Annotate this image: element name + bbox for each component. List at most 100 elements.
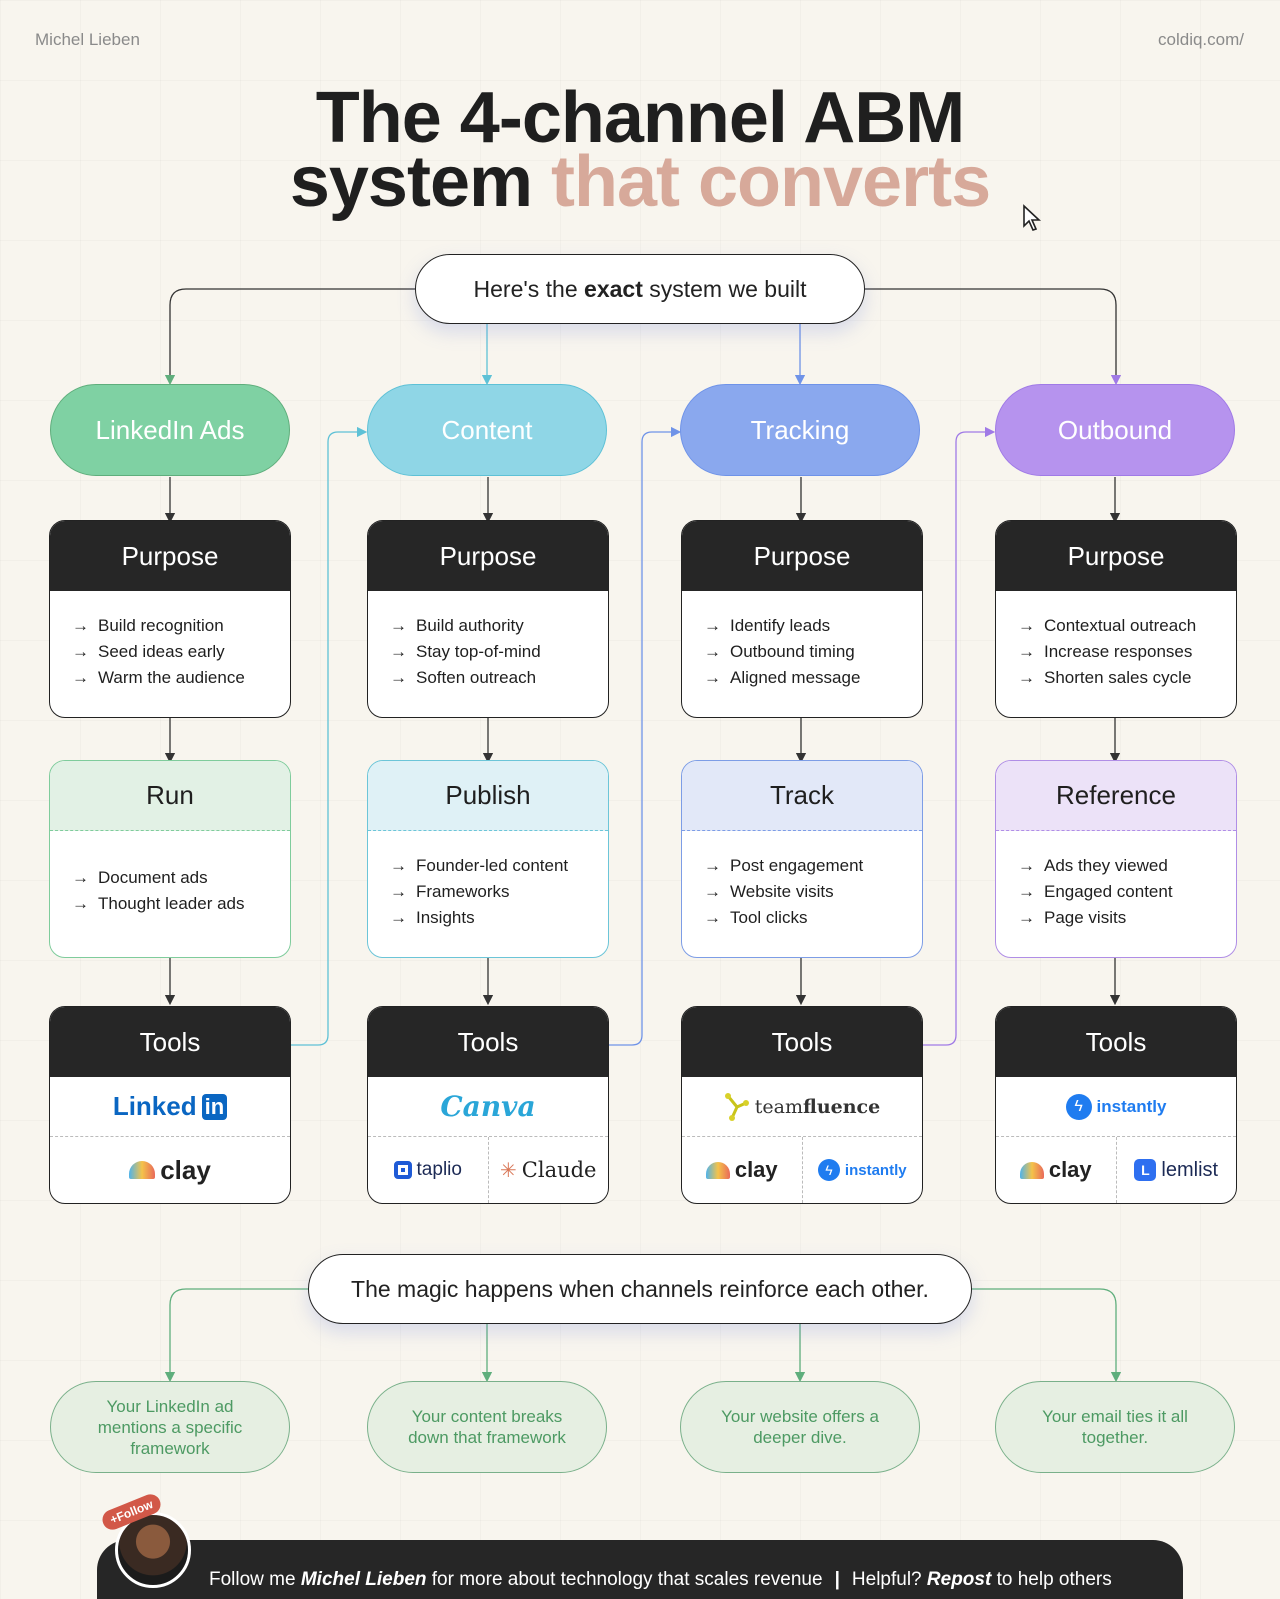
site-url[interactable]: coldiq.com/	[1158, 30, 1244, 49]
footer-bar: Follow me Michel Lieben for more about t…	[97, 1540, 1183, 1599]
track-card: Track Post engagement Website visits Too…	[681, 760, 923, 958]
instantly-icon: ϟ	[817, 1159, 840, 1181]
reference-title: Reference	[996, 761, 1236, 831]
clay-logo: clay	[50, 1137, 290, 1203]
purpose-item: Soften outreach	[390, 665, 608, 691]
author-name: Michel Lieben	[35, 30, 140, 49]
taplio-logo: taplio	[368, 1137, 488, 1203]
title-dark: system	[289, 142, 533, 222]
run-card: Run Document ads Thought leader ads	[49, 760, 291, 958]
canva-logo: Canva	[440, 1090, 536, 1123]
track-title: Track	[682, 761, 922, 831]
purpose-item: Aligned message	[704, 665, 922, 691]
clay-logo: clay	[996, 1137, 1116, 1203]
step-item: Ads they viewed	[1018, 853, 1236, 879]
tools-card-content: Tools Canva taplio ✳Claude	[367, 1006, 609, 1204]
publish-card: Publish Founder-led content Frameworks I…	[367, 760, 609, 958]
reference-card: Reference Ads they viewed Engaged conten…	[995, 760, 1237, 958]
footer-repost[interactable]: Repost	[926, 1569, 992, 1590]
step-item: Page visits	[1018, 905, 1236, 931]
top-pill-pre: Here's the	[473, 275, 578, 302]
purpose-item: Shorten sales cycle	[1018, 665, 1236, 691]
footer-separator: |	[834, 1569, 840, 1590]
bubble-linkedin: Your LinkedIn ad mentions a specific fra…	[50, 1381, 290, 1473]
purpose-item: Seed ideas early	[72, 639, 290, 665]
purpose-title: Purpose	[996, 521, 1236, 591]
tools-title: Tools	[50, 1007, 290, 1077]
tool-row-secondary: taplio ✳Claude	[368, 1137, 608, 1203]
title-accent: that converts	[551, 142, 991, 222]
taplio-icon	[393, 1161, 412, 1179]
purpose-item: Build authority	[390, 613, 608, 639]
tools-title: Tools	[996, 1007, 1236, 1077]
instantly-icon: ϟ	[1065, 1093, 1092, 1120]
title-line-2: system that converts	[0, 146, 1280, 218]
step-item: Insights	[390, 905, 608, 931]
tools-title: Tools	[368, 1007, 608, 1077]
cursor-icon	[1023, 204, 1042, 231]
step-item: Website visits	[704, 879, 922, 905]
footer-name[interactable]: Michel Lieben	[300, 1569, 427, 1590]
run-title: Run	[50, 761, 290, 831]
top-pill-bold: exact	[584, 275, 643, 302]
step-item: Post engagement	[704, 853, 922, 879]
step-item: Engaged content	[1018, 879, 1236, 905]
tool-row-secondary: clay	[50, 1137, 290, 1203]
teamfluence-icon	[724, 1092, 749, 1121]
purpose-card-linkedin: Purpose Build recognition Seed ideas ear…	[49, 520, 291, 718]
purpose-item: Build recognition	[72, 613, 290, 639]
bubble-website: Your website offers a deeper dive.	[680, 1381, 920, 1473]
clay-icon	[1019, 1161, 1044, 1179]
bubble-content: Your content breaks down that framework	[367, 1381, 607, 1473]
step-item: Frameworks	[390, 879, 608, 905]
channel-tracking: Tracking	[680, 384, 920, 476]
claude-icon: ✳	[500, 1159, 517, 1182]
purpose-item: Identify leads	[704, 613, 922, 639]
step-item: Founder-led content	[390, 853, 608, 879]
channel-content: Content	[367, 384, 607, 476]
purpose-title: Purpose	[682, 521, 922, 591]
purpose-item: Stay top-of-mind	[390, 639, 608, 665]
top-pill-post: system we built	[649, 275, 807, 302]
clay-logo: clay	[682, 1137, 802, 1203]
claude-logo: ✳Claude	[487, 1137, 609, 1203]
tool-row-main: Canva	[368, 1077, 608, 1137]
clay-icon	[129, 1161, 156, 1179]
magic-pill: The magic happens when channels reinforc…	[308, 1254, 972, 1324]
channel-linkedin-ads: LinkedIn Ads	[50, 384, 290, 476]
purpose-title: Purpose	[50, 521, 290, 591]
lemlist-icon: L	[1134, 1159, 1157, 1181]
bubble-email: Your email ties it all together.	[995, 1381, 1235, 1473]
clay-icon	[705, 1161, 730, 1179]
channel-outbound: Outbound	[995, 384, 1235, 476]
footer-post: to help others	[996, 1569, 1112, 1590]
purpose-card-outbound: Purpose Contextual outreach Increase res…	[995, 520, 1237, 718]
tool-row-main: teamfluence	[682, 1077, 922, 1137]
publish-title: Publish	[368, 761, 608, 831]
footer-pre: Follow me	[209, 1569, 296, 1590]
avatar[interactable]	[115, 1512, 191, 1588]
title-line-1: The 4-channel ABM	[315, 78, 965, 158]
purpose-item: Warm the audience	[72, 665, 290, 691]
purpose-title: Purpose	[368, 521, 608, 591]
tools-title: Tools	[682, 1007, 922, 1077]
step-item: Document ads	[72, 865, 290, 891]
purpose-item: Outbound timing	[704, 639, 922, 665]
purpose-card-content: Purpose Build authority Stay top-of-mind…	[367, 520, 609, 718]
purpose-card-tracking: Purpose Identify leads Outbound timing A…	[681, 520, 923, 718]
footer-helpful: Helpful?	[851, 1569, 922, 1590]
purpose-item: Increase responses	[1018, 639, 1236, 665]
teamfluence-logo: teamfluence	[724, 1092, 880, 1122]
